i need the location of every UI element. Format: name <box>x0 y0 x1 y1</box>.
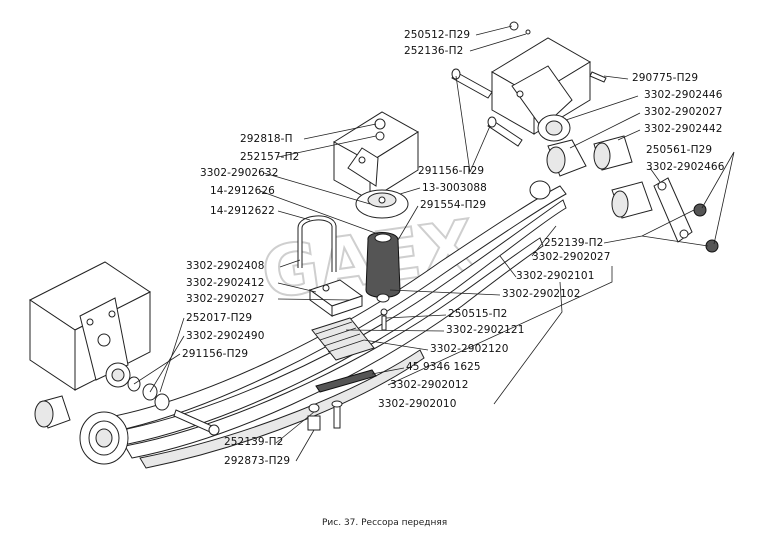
label-250512-p29: 250512-П29 <box>404 29 471 41</box>
center-hardware <box>307 308 388 431</box>
label-292873-p29: 292873-П29 <box>224 455 291 467</box>
shackle-plate <box>653 177 719 253</box>
label-3302-2902027-mid: 3302-2902027 <box>532 251 611 263</box>
leader-lines <box>133 25 735 462</box>
rear-bracket <box>491 37 591 142</box>
label-3302-2902010: 3302-2902010 <box>378 398 457 410</box>
label-290775-p29: 290775-П29 <box>632 72 699 84</box>
label-252139-p2-rear: 252139-П2 <box>544 237 604 249</box>
label-3302-2902442: 3302-2902442 <box>644 123 723 135</box>
center-bracket <box>333 111 419 201</box>
label-3302-2902120: 3302-2902120 <box>430 343 509 355</box>
label-3302-2902101: 3302-2902101 <box>516 270 595 282</box>
ubolt-pad <box>308 279 364 317</box>
label-252017-p29: 252017-П29 <box>186 312 253 324</box>
label-292818-p: 292818-П <box>240 133 293 145</box>
label-250561-p29: 250561-П29 <box>646 144 713 156</box>
label-3302-2902102: 3302-2902102 <box>502 288 581 300</box>
label-252157-p2: 252157-П2 <box>240 151 300 163</box>
label-45-9346-1625: 45 9346 1625 <box>406 361 481 373</box>
front-bushing <box>34 395 71 429</box>
label-291156-p29-rear: 291156-П29 <box>418 165 485 177</box>
label-3302-2902446: 3302-2902446 <box>644 89 723 101</box>
rear-bolts <box>451 21 607 147</box>
label-252136-p2: 252136-П2 <box>404 45 464 57</box>
label-3302-2902027-front: 3302-2902027 <box>186 293 265 305</box>
front-bracket <box>29 261 151 391</box>
label-3302-2902490: 3302-2902490 <box>186 330 265 342</box>
figure-caption: Рис. 37. Рессора передняя <box>322 518 448 528</box>
label-13-3003088: 13-3003088 <box>422 182 487 194</box>
bump-stop <box>355 189 409 219</box>
u-bolt <box>297 215 337 272</box>
label-291554-p29: 291554-П29 <box>420 199 487 211</box>
label-291156-p29-front: 291156-П29 <box>182 348 249 360</box>
rubber-buffer <box>365 232 401 303</box>
label-14-2912622: 14-2912622 <box>210 205 275 217</box>
leaf-spring <box>79 180 567 469</box>
label-3302-2902121: 3302-2902121 <box>446 324 525 336</box>
label-252139-p2-front: 252139-П2 <box>224 436 284 448</box>
label-250515-p2: 250515-П2 <box>448 308 508 320</box>
label-3302-2902012: 3302-2902012 <box>390 379 469 391</box>
label-3302-2902632: 3302-2902632 <box>200 167 279 179</box>
label-3302-2902412: 3302-2902412 <box>186 277 265 289</box>
rear-bushings <box>546 135 653 219</box>
label-3302-2902027-rear: 3302-2902027 <box>644 106 723 118</box>
label-14-2912626: 14-2912626 <box>210 185 275 197</box>
label-3302-2902408: 3302-2902408 <box>186 260 265 272</box>
label-3302-2902466: 3302-2902466 <box>646 161 725 173</box>
